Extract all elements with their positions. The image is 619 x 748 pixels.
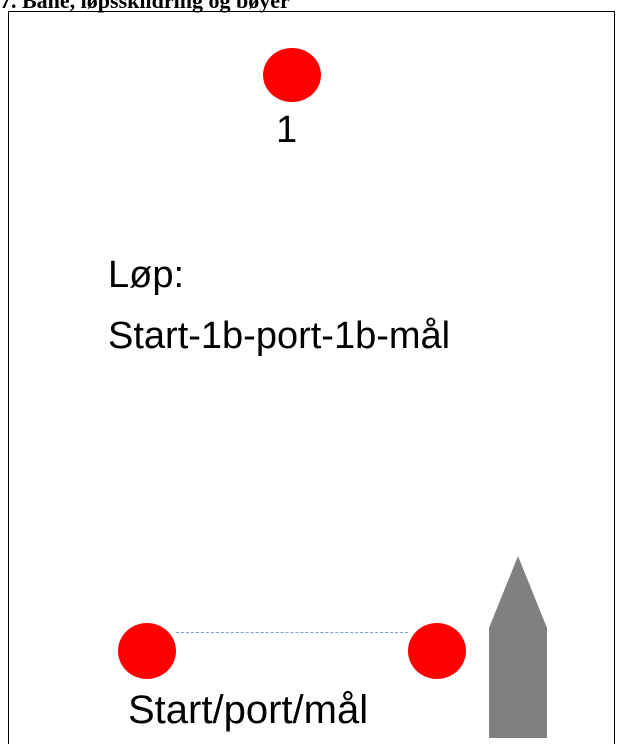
committee-boat-icon xyxy=(489,556,547,738)
course-route: Start-1b-port-1b-mål xyxy=(108,315,451,357)
start-buoy-left xyxy=(118,623,176,679)
start-line xyxy=(176,632,408,633)
mark-1-label: 1 xyxy=(276,109,298,151)
mark-1-buoy xyxy=(263,48,321,102)
start-buoy-right xyxy=(408,623,466,679)
section-heading: 7. Bane, løpsskildring og bøyer xyxy=(0,0,290,13)
start-port-finish-label: Start/port/mål xyxy=(128,688,369,732)
course-title: Løp: xyxy=(108,254,185,296)
diagram-frame xyxy=(8,11,615,744)
